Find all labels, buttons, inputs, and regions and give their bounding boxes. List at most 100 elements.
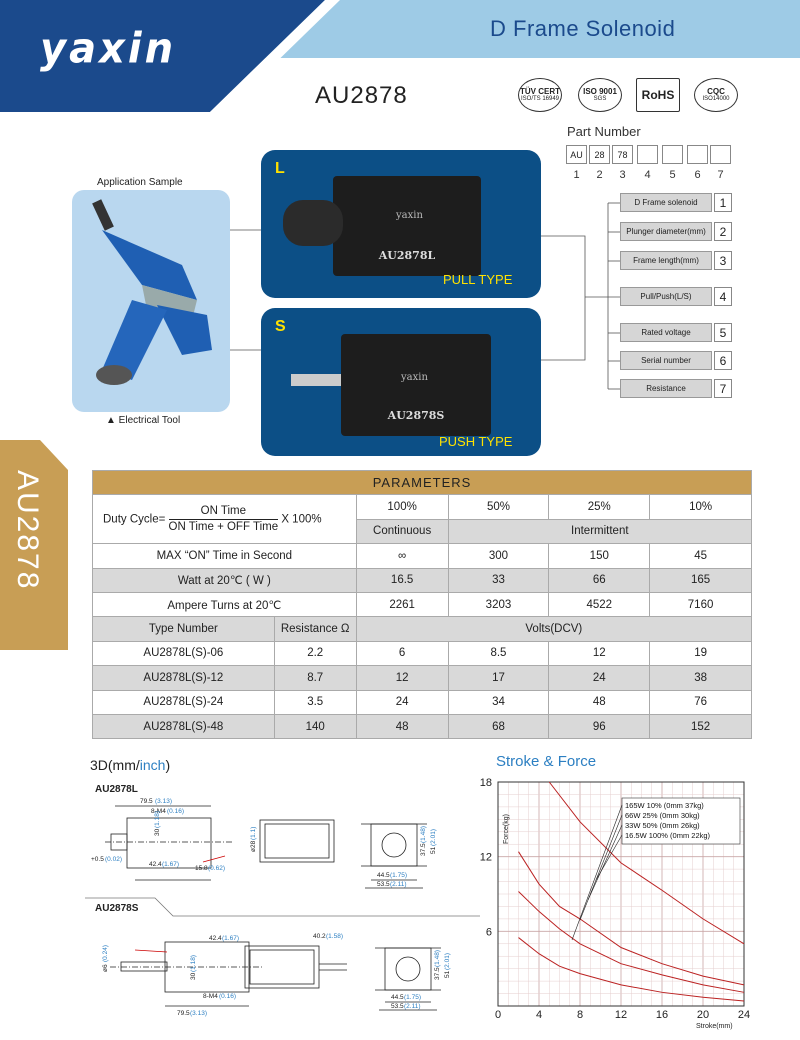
type-number-cell: AU2878L(S)-24 xyxy=(92,689,275,715)
push-type-letter: S xyxy=(275,318,286,335)
x-tick-label: 0 xyxy=(495,1009,501,1021)
dimension-drawings: 79.5 (3.13) 8-M4 (0.16) 30 (1.18) +0.5 (… xyxy=(85,798,480,1017)
x-tick-label: 16 xyxy=(656,1009,668,1021)
legend-entry: 33W 50% (0mm 26kg) xyxy=(625,821,700,830)
series-line-2 xyxy=(518,851,745,986)
pn-index: 4 xyxy=(644,169,651,181)
electric-screwdriver-illustration xyxy=(92,199,212,385)
legend-leader xyxy=(587,824,623,901)
pn-box-3: 78 xyxy=(612,145,633,164)
table-cell: 33 xyxy=(447,567,550,593)
chart-title: Stroke & Force xyxy=(496,753,597,770)
volts-cell: 12 xyxy=(355,665,449,691)
volts-cell: 38 xyxy=(649,665,752,691)
series-line-3 xyxy=(518,891,745,993)
dim-text: (1.18) xyxy=(154,811,161,828)
legend-leader xyxy=(595,834,623,881)
chart-ylabel: Force(kg) xyxy=(503,814,510,844)
volts-cell: 76 xyxy=(649,689,752,715)
legend-entry: 165W 10% (0mm 37kg) xyxy=(625,801,704,810)
pn-box-1: AU xyxy=(566,145,587,164)
table-cell: 4522 xyxy=(548,591,651,618)
row-label: MAX “ON” Time in Second xyxy=(92,543,357,569)
side-tab xyxy=(0,440,68,650)
type-number-cell: AU2878L(S)-12 xyxy=(92,665,275,691)
pull-type-label: PULL TYPE xyxy=(443,272,513,287)
volts-cell: 19 xyxy=(649,640,752,667)
push-plunger xyxy=(291,374,355,386)
dim-text: 51 xyxy=(430,846,437,854)
dim-text: (2.11) xyxy=(390,881,407,888)
dim-text: 8-M4 xyxy=(203,993,218,1000)
volts-cell: 24 xyxy=(548,665,651,691)
duty-value: 50% xyxy=(447,494,550,520)
table-cell: 300 xyxy=(447,543,550,569)
chart-series xyxy=(518,781,745,1002)
continuous-label: Continuous xyxy=(355,518,449,545)
dim-text: ø6 xyxy=(102,964,109,972)
table-cell: 2261 xyxy=(355,591,449,618)
pn-index: 2 xyxy=(596,169,603,181)
dim-text: (1.48) xyxy=(420,826,427,843)
application-sample-label: Application Sample xyxy=(97,177,183,188)
dim-text: (1.75) xyxy=(390,872,407,879)
table-cell: 150 xyxy=(548,543,651,569)
pn-item-label: Serial number xyxy=(620,351,712,370)
type-number-header: Type Number xyxy=(92,616,275,642)
resistance-cell: 3.5 xyxy=(273,689,357,715)
volts-cell: 34 xyxy=(447,689,550,715)
duty-cycle-label: Duty Cycle= xyxy=(103,513,166,526)
x-tick-label: 20 xyxy=(697,1009,709,1021)
volts-cell: 48 xyxy=(548,689,651,715)
dim-text: (2.01) xyxy=(444,953,451,970)
pull-type-panel: L AU2878L yaxin PULL TYPE xyxy=(261,150,541,298)
dim-text: (1.48) xyxy=(434,950,441,967)
dim-text: 53.5 xyxy=(377,881,390,888)
row-label: Watt at 20℃ ( W ) xyxy=(92,567,357,593)
series-line-4 xyxy=(518,937,745,1002)
chart-legend xyxy=(621,797,741,845)
rohs-logo: RoHS xyxy=(636,78,680,112)
parameters-table: PARAMETERS Duty Cycle= ON Time ON Time +… xyxy=(92,469,753,740)
duty-value: 25% xyxy=(548,494,651,520)
dim-text: (2.11) xyxy=(404,1003,421,1010)
drawing-label-s: AU2878S xyxy=(95,903,139,914)
dim-text: 37.5 xyxy=(420,843,427,856)
pn-item-label: Resistance xyxy=(620,379,712,398)
table-cell: 3203 xyxy=(447,591,550,618)
dim-text: 44.5 xyxy=(391,994,404,1001)
push-solenoid-image: AU2878S xyxy=(341,334,491,436)
table-cell: ∞ xyxy=(355,543,449,569)
pn-box-2: 28 xyxy=(589,145,610,164)
application-sample-image xyxy=(72,190,230,412)
pull-solenoid-marking: AU2878L xyxy=(378,249,436,262)
pull-brand-mark: yaxin xyxy=(396,210,423,221)
y-tick-label: 12 xyxy=(480,852,492,864)
brand-logo: yaxin xyxy=(40,24,177,74)
drawing-label-l: AU2878L xyxy=(95,784,138,795)
intermittent-label: Intermittent xyxy=(447,518,753,545)
application-caption: ▲ Electrical Tool xyxy=(106,415,181,426)
chart-xlabel: Stroke(mm) xyxy=(696,1023,733,1030)
volts-cell: 24 xyxy=(355,689,449,715)
row-label: Ampere Turns at 20℃ xyxy=(92,591,357,618)
pn-item-label: D Frame solenoid xyxy=(620,193,712,212)
pn-item-number: 1 xyxy=(714,193,732,212)
legend-leader xyxy=(579,814,623,921)
volts-cell: 68 xyxy=(447,713,550,740)
type-number-cell: AU2878L(S)-06 xyxy=(92,640,275,667)
dim-text: 42.4 xyxy=(209,935,222,942)
pull-solenoid-image: AU2878L xyxy=(333,176,481,276)
plot-frame xyxy=(497,781,745,1007)
legend-leader xyxy=(571,804,623,941)
volts-cell: 17 xyxy=(447,665,550,691)
x-tick-label: 4 xyxy=(536,1009,542,1021)
dim-text: ø28 xyxy=(250,840,257,852)
dim-text: 42.4 xyxy=(149,861,162,868)
dim-text: (1.1) xyxy=(250,827,257,840)
duty-denominator: ON Time + OFF Time xyxy=(168,520,279,533)
table-cell: 45 xyxy=(649,543,752,569)
table-cell: 165 xyxy=(649,567,752,593)
drawings-title: 3D(mm/inch) xyxy=(90,757,171,773)
volts-cell: 48 xyxy=(355,713,449,740)
